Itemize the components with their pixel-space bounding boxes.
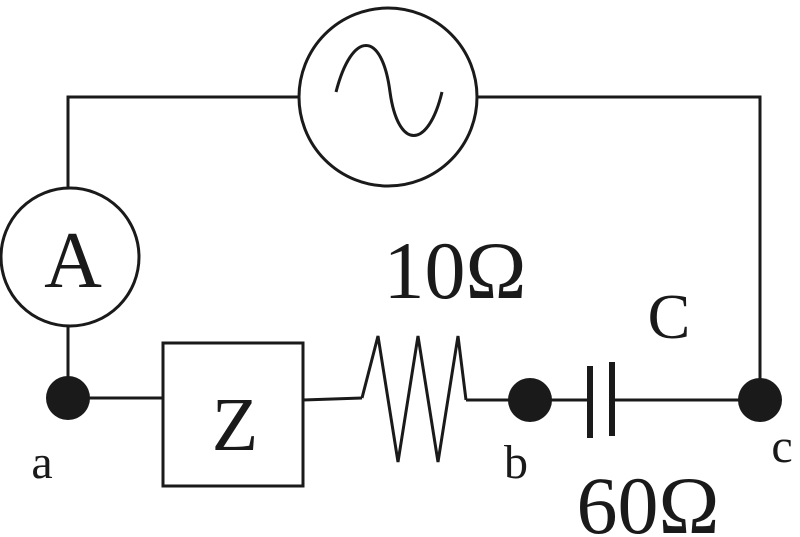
ammeter: A [0, 186, 141, 328]
impedance-box: Z [161, 341, 305, 488]
wire-top-left [66, 95, 300, 188]
wire-top-right [478, 95, 762, 382]
node-c-label: c [771, 420, 792, 473]
ac-source-icon [334, 44, 444, 137]
wire-z-to-resistor [302, 396, 363, 402]
node-b-label: b [504, 436, 528, 489]
node-a-label: a [31, 436, 52, 489]
resistor-value: 10Ω [384, 225, 527, 316]
node-b-dot [508, 378, 552, 422]
impedance-label: Z [212, 383, 258, 467]
capacitor-value: 60Ω [577, 460, 720, 537]
ac-source [297, 6, 479, 188]
ammeter-label: A [44, 217, 102, 305]
resistor-symbol [360, 335, 468, 463]
capacitor-label: C [648, 281, 691, 352]
node-a-dot [46, 376, 90, 420]
node-c-dot [738, 378, 782, 422]
capacitor-symbol [587, 362, 615, 438]
